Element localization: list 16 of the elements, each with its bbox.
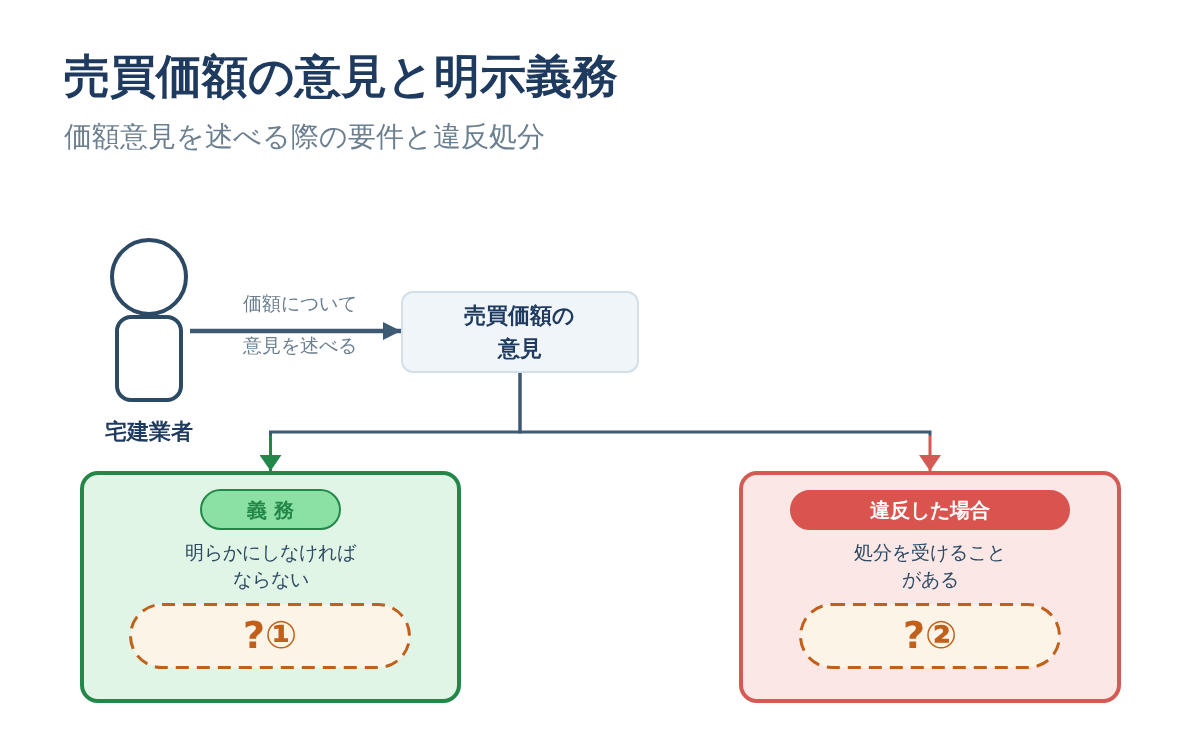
- edge-label: 価額について意見を述べる: [243, 291, 358, 358]
- subtitle: 価額意見を述べる際の要件と違反処分: [64, 119, 545, 155]
- branch-arrow: [518, 373, 941, 471]
- person-caption: 宅建業者: [104, 418, 194, 446]
- panel-text: 明らかにしなければならない: [184, 540, 357, 592]
- answer-blank: ?②: [799, 603, 1061, 669]
- process-box: 売買価額の意見: [401, 291, 639, 373]
- person-icon: [108, 238, 190, 404]
- heading-tag: 義 務: [200, 489, 341, 530]
- outcome-panel: [80, 471, 461, 703]
- heading-tag: 違反した場合: [790, 490, 1070, 530]
- arrow: [190, 322, 401, 340]
- panel-text: 処分を受けることがある: [853, 540, 1007, 592]
- outcome-panel: [739, 471, 1121, 703]
- title: 売買価額の意見と明示義務: [64, 49, 618, 105]
- answer-blank: ?①: [129, 603, 411, 669]
